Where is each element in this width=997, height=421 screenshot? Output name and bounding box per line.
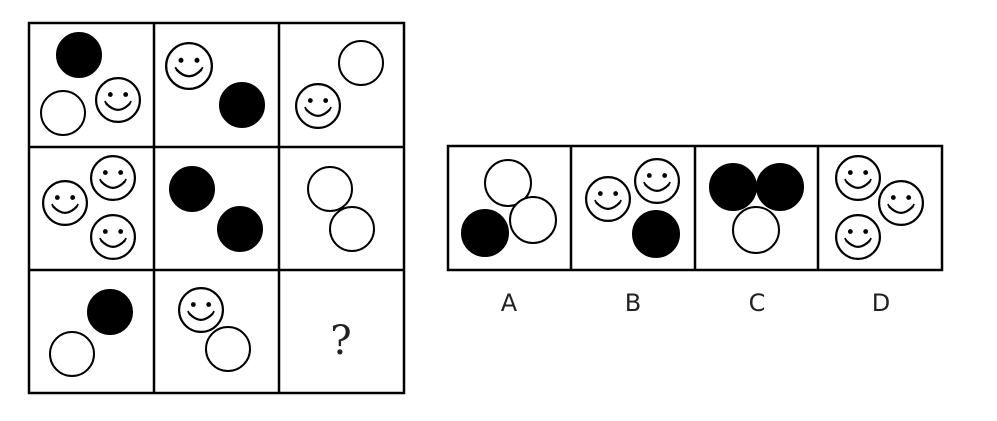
grid-cell-3-1	[49, 289, 133, 377]
black-circle	[632, 210, 680, 258]
smiley-circle	[90, 155, 136, 201]
black-circle	[217, 206, 263, 252]
smiley-circle	[585, 176, 631, 222]
smiley-circle	[835, 214, 881, 260]
smiley-circle	[295, 83, 341, 129]
answer-options: A B C D	[446, 144, 944, 317]
white-circle	[40, 90, 86, 136]
grid-cell-2-3	[307, 166, 375, 252]
option-b[interactable]	[585, 158, 680, 258]
question-mark: ?	[330, 318, 351, 364]
smiley-circle	[835, 155, 881, 201]
option-d[interactable]	[835, 155, 924, 260]
grid-cell-1-1	[40, 32, 141, 136]
black-circle	[87, 289, 133, 335]
black-circle	[56, 32, 102, 78]
grid-cell-1-3	[295, 40, 384, 129]
black-circle	[169, 166, 215, 212]
white-circle	[484, 159, 532, 207]
grid-cell-1-2	[165, 42, 265, 128]
option-a[interactable]	[461, 159, 557, 257]
smiley-circle	[95, 77, 141, 123]
black-circle	[219, 82, 265, 128]
option-label-c: C	[749, 289, 766, 317]
grid-cell-3-2	[178, 287, 251, 372]
smiley-circle	[90, 214, 136, 260]
option-label-b: B	[625, 289, 641, 317]
option-label-d: D	[872, 289, 890, 317]
smiley-circle	[42, 180, 88, 226]
white-circle	[49, 331, 95, 377]
option-c[interactable]	[709, 163, 804, 254]
white-circle	[205, 326, 251, 372]
white-circle	[732, 206, 780, 254]
white-circle	[307, 166, 353, 212]
smiley-circle	[634, 158, 680, 204]
grid-cell-2-2	[169, 166, 263, 252]
white-circle	[338, 40, 384, 86]
puzzle-grid: ?	[27, 21, 406, 395]
black-circle	[756, 163, 804, 211]
grid-cell-2-1	[42, 155, 136, 260]
smiley-circle	[878, 180, 924, 226]
grid-border	[27, 21, 406, 395]
black-circle	[709, 163, 757, 211]
grid-cell-3-3: ?	[330, 318, 351, 364]
smiley-circle	[165, 42, 213, 90]
smiley-circle	[178, 287, 224, 333]
option-label-a: A	[501, 289, 518, 317]
white-circle	[329, 206, 375, 252]
black-circle	[461, 209, 509, 257]
white-circle	[509, 196, 557, 244]
